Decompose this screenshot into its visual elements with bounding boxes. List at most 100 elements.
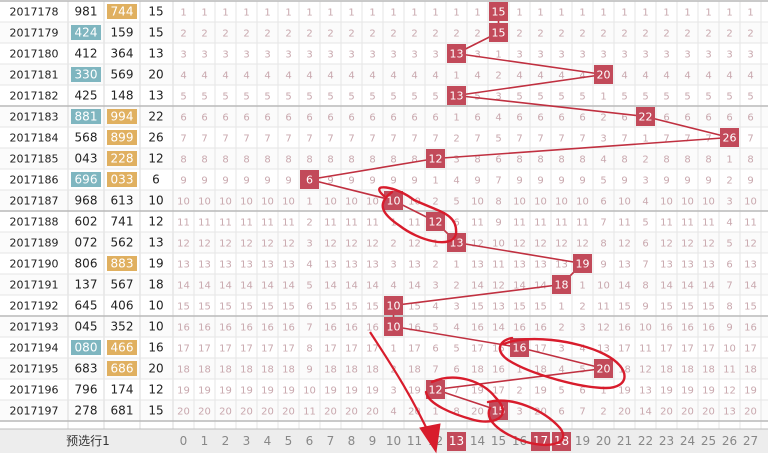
miss-count: 19 <box>744 386 757 397</box>
miss-count: 5 <box>579 365 585 376</box>
miss-count: 6 <box>579 113 585 124</box>
miss-count: 10 <box>177 197 190 208</box>
miss-count: 5 <box>306 92 312 103</box>
footer-bar <box>0 429 768 453</box>
miss-count: 3 <box>222 50 228 61</box>
miss-count: 13 <box>534 260 547 271</box>
num1-highlight <box>71 109 101 124</box>
miss-count: 17 <box>408 344 421 355</box>
miss-count: 7 <box>747 134 753 145</box>
miss-count: 14 <box>513 281 526 292</box>
miss-count: 4 <box>390 71 396 82</box>
miss-count: 2 <box>411 29 417 40</box>
draw-number-2: 994 <box>111 110 134 124</box>
miss-count: 7 <box>285 134 291 145</box>
miss-count: 11 <box>282 218 295 229</box>
miss-count: 8 <box>537 155 543 166</box>
miss-count: 5 <box>180 92 186 103</box>
row-bg <box>0 358 768 379</box>
hit-cell <box>447 44 466 63</box>
miss-count: 2 <box>537 29 543 40</box>
miss-count: 2 <box>726 176 732 187</box>
miss-count: 12 <box>198 239 211 250</box>
miss-count: 14 <box>324 281 337 292</box>
axis-number: 23 <box>659 434 674 448</box>
draw-number-2: 364 <box>111 47 134 61</box>
miss-count: 18 <box>219 365 232 376</box>
miss-count: 1 <box>222 8 228 19</box>
miss-count: 6 <box>600 197 606 208</box>
axis-number: 6 <box>306 434 314 448</box>
miss-count: 18 <box>366 365 379 376</box>
miss-count: 19 <box>219 386 232 397</box>
miss-count: 20 <box>408 407 421 418</box>
miss-count: 1 <box>306 197 312 208</box>
axis-number: 3 <box>243 434 251 448</box>
sum-value: 13 <box>148 89 163 103</box>
miss-count: 7 <box>453 386 459 397</box>
miss-count: 14 <box>681 281 694 292</box>
axis-number: 5 <box>285 434 293 448</box>
miss-count: 7 <box>558 134 564 145</box>
miss-count: 2 <box>432 197 438 208</box>
miss-count: 1 <box>558 302 564 313</box>
miss-count: 14 <box>471 281 484 292</box>
miss-count: 5 <box>579 92 585 103</box>
sum-value: 13 <box>148 47 163 61</box>
hit-value: 15 <box>492 27 506 40</box>
miss-count: 4 <box>306 260 312 271</box>
miss-count: 1 <box>642 134 648 145</box>
issue-number: 2017194 <box>10 342 59 355</box>
miss-count: 14 <box>492 323 505 334</box>
miss-count: 11 <box>618 218 631 229</box>
draw-number-2: 352 <box>111 320 134 334</box>
hit-cell <box>489 2 508 21</box>
miss-count: 7 <box>411 134 417 145</box>
axis-number: 1 <box>201 434 209 448</box>
hit-value: 10 <box>387 300 401 313</box>
miss-count: 4 <box>558 365 564 376</box>
miss-count: 2 <box>243 29 249 40</box>
miss-count: 17 <box>198 344 211 355</box>
draw-number-1: 981 <box>75 5 98 19</box>
miss-count: 18 <box>534 365 547 376</box>
draw-number-2: 228 <box>111 152 134 166</box>
miss-count: 1 <box>432 239 438 250</box>
miss-count: 10 <box>723 344 736 355</box>
draw-number-1: 696 <box>75 173 98 187</box>
miss-count: 18 <box>660 365 673 376</box>
miss-count: 8 <box>348 155 354 166</box>
draw-number-2: 569 <box>111 68 134 82</box>
miss-count: 15 <box>534 302 547 313</box>
miss-count: 18 <box>681 365 694 376</box>
miss-count: 12 <box>555 239 568 250</box>
miss-count: 1 <box>495 50 501 61</box>
miss-count: 16 <box>282 323 295 334</box>
sum-value: 16 <box>148 341 163 355</box>
issue-number: 2017188 <box>10 216 59 229</box>
miss-count: 1 <box>453 260 459 271</box>
miss-count: 1 <box>432 407 438 418</box>
miss-count: 11 <box>513 218 526 229</box>
miss-count: 12 <box>261 239 274 250</box>
miss-count: 8 <box>705 155 711 166</box>
miss-count: 16 <box>471 323 484 334</box>
miss-count: 2 <box>201 29 207 40</box>
annotation-loop <box>498 336 626 390</box>
miss-count: 12 <box>324 239 337 250</box>
miss-count: 6 <box>348 113 354 124</box>
miss-count: 13 <box>618 260 631 271</box>
miss-count: 20 <box>282 407 295 418</box>
miss-count: 10 <box>303 386 316 397</box>
miss-count: 5 <box>432 92 438 103</box>
miss-count: 6 <box>705 113 711 124</box>
miss-count: 2 <box>726 29 732 40</box>
miss-count: 6 <box>474 113 480 124</box>
miss-count: 4 <box>684 71 690 82</box>
draw-number-2: 686 <box>111 362 134 376</box>
draw-number-1: 881 <box>75 110 98 124</box>
miss-count: 6 <box>432 344 438 355</box>
miss-count: 8 <box>222 155 228 166</box>
miss-count: 1 <box>264 8 270 19</box>
miss-count: 20 <box>618 407 631 418</box>
